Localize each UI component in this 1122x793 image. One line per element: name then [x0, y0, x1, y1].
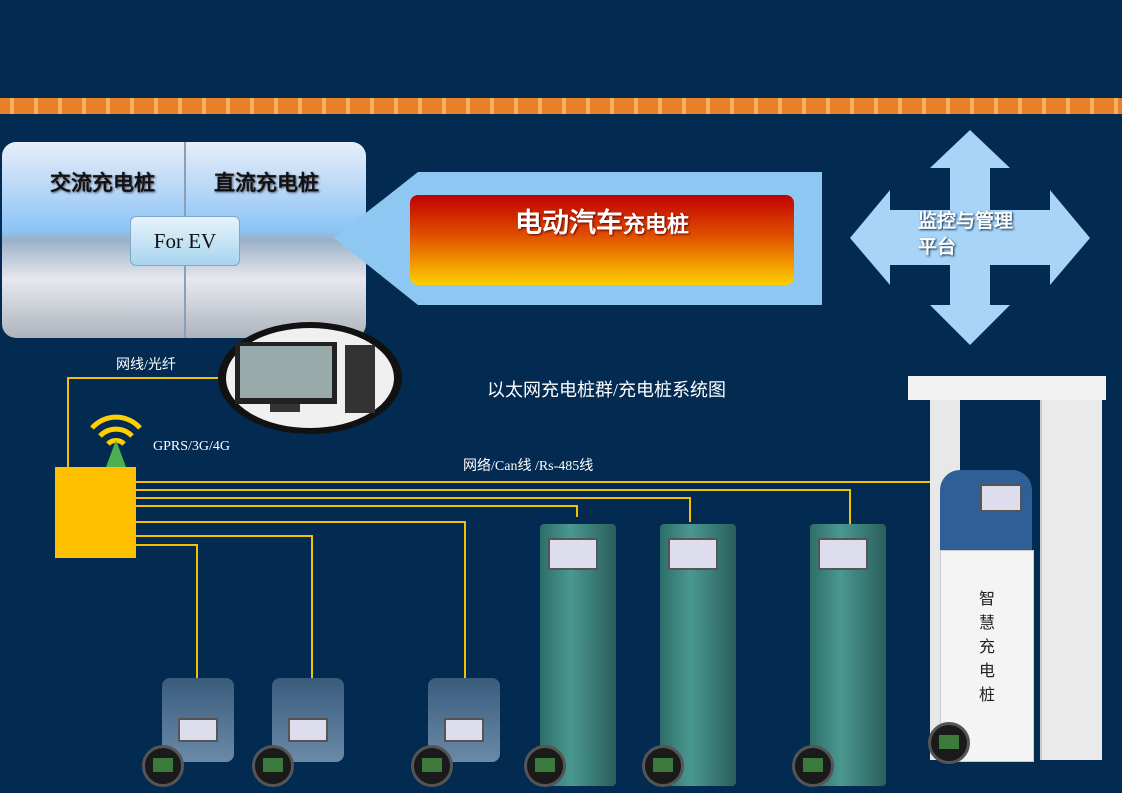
- gprs-label: GPRS/3G/4G: [153, 439, 231, 454]
- smart-char: 电: [978, 661, 995, 680]
- dc-charging-pile: [660, 524, 736, 786]
- mgmt-line2: 平台: [918, 236, 957, 258]
- system-title: 以太网充电桩群/充电桩系统图: [487, 380, 726, 400]
- wire-to-computer: [67, 377, 218, 467]
- smart-char: 慧: [978, 613, 995, 632]
- smart-char: 桩: [978, 685, 995, 704]
- smart-char: 充: [978, 637, 995, 656]
- ac-charger-label: 交流充电桩: [50, 171, 155, 195]
- wire-ac-1: [136, 544, 198, 680]
- network-fiber-label: 网线/光纤: [116, 358, 176, 373]
- dc-charger-label: 直流充电桩: [214, 171, 319, 195]
- for-ev-badge: For EV: [130, 216, 240, 266]
- ac-wallbox: [162, 678, 234, 762]
- communication-controller: [55, 467, 136, 558]
- antenna-icon: [106, 440, 126, 467]
- module-icon: [642, 745, 684, 787]
- module-icon: [792, 745, 834, 787]
- module-icon: [928, 722, 970, 764]
- banner-title-big: 电动汽车: [514, 208, 623, 239]
- wire-pile-2: [136, 497, 691, 522]
- module-icon: [142, 745, 184, 787]
- smart-pile-door: [1040, 400, 1102, 760]
- wifi-icon: [90, 414, 142, 446]
- banner-title-small: 充电桩: [622, 213, 689, 238]
- wires: [67, 377, 930, 680]
- module-icon: [252, 745, 294, 787]
- module-icon: [524, 745, 566, 787]
- smart-pile-head: [940, 470, 1032, 550]
- dc-charging-pile: [810, 524, 886, 786]
- dc-charging-pile: [540, 524, 616, 786]
- module-icon: [411, 745, 453, 787]
- smart-pile-canopy: [908, 376, 1106, 400]
- wire-pile-3: [136, 489, 851, 525]
- bus-label: 网络/Can线 /Rs-485线: [463, 459, 594, 474]
- ev-charger-banner: 电动汽车充电桩: [410, 195, 794, 285]
- wire-ac-2: [136, 535, 313, 680]
- management-platform-label: 监控与管理平台: [918, 208, 1013, 260]
- decorative-band: [0, 98, 1122, 114]
- smart-char: 智: [978, 589, 995, 608]
- wire-ac-3: [136, 521, 466, 680]
- smart-pile-text: 智慧充电桩: [972, 587, 1002, 707]
- mgmt-line1: 监控与管理: [918, 210, 1014, 232]
- four-way-arrow-icon: [850, 130, 1090, 345]
- wire-pile-1: [136, 505, 578, 517]
